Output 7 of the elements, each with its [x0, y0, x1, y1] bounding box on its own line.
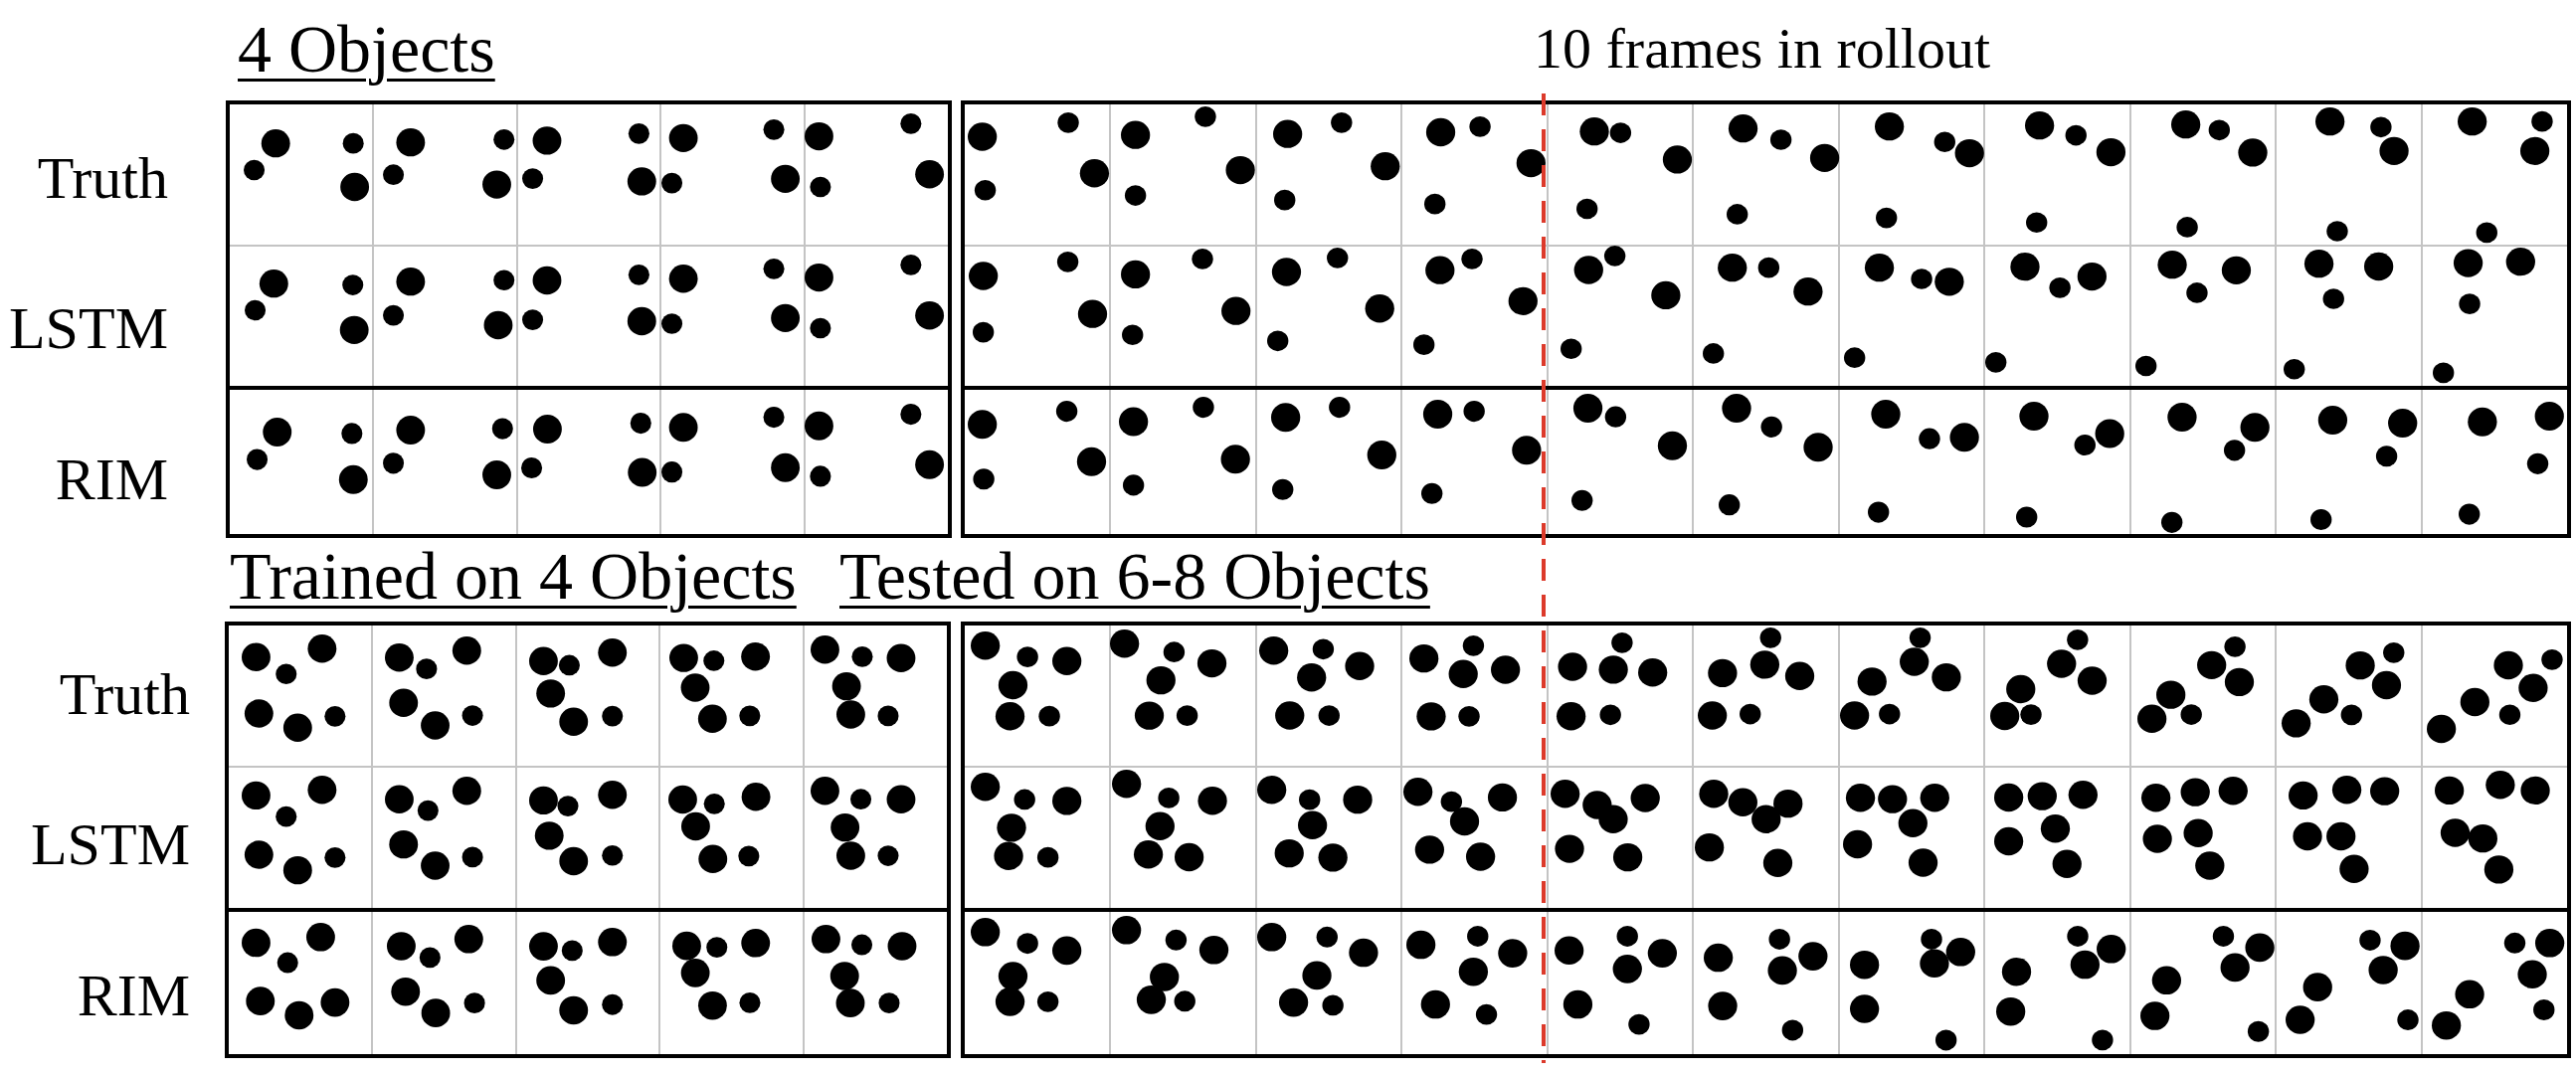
row-label: Truth	[59, 664, 190, 724]
annotation-text: 10 frames in rollout	[1534, 20, 1991, 78]
row-label: Truth	[37, 148, 168, 208]
row-label: RIM	[55, 449, 168, 509]
row-label: RIM	[77, 966, 190, 1025]
row-label: LSTM	[8, 298, 168, 358]
row-label: LSTM	[30, 814, 190, 874]
